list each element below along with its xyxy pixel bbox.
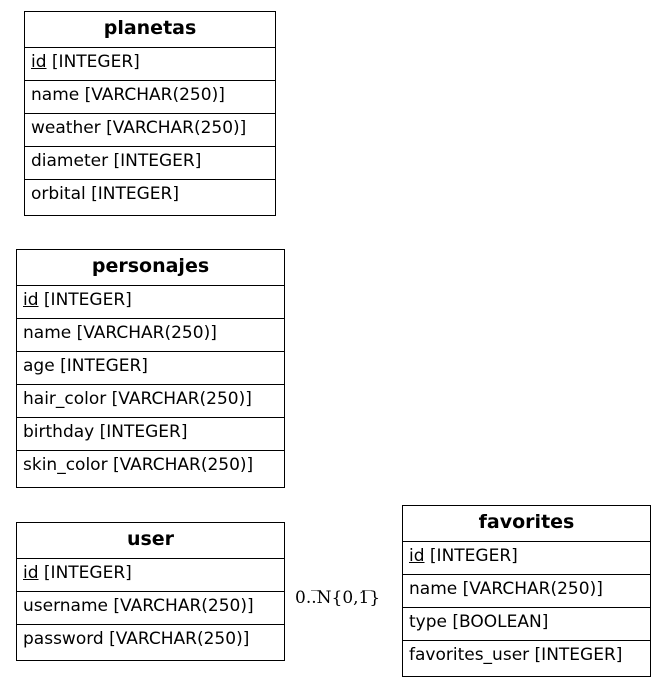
field-row: username [VARCHAR(250)] (17, 592, 284, 625)
field-type: [VARCHAR(250)] (71, 323, 217, 343)
entity-favorites: favorites id [INTEGER] name [VARCHAR(250… (402, 505, 651, 677)
field-row: id [INTEGER] (17, 559, 284, 592)
relationship-line (311, 590, 321, 591)
field-type: [VARCHAR(250)] (106, 389, 252, 409)
field-type: [INTEGER] (94, 422, 188, 442)
field-row: name [VARCHAR(250)] (17, 319, 284, 352)
field-name: hair_color (23, 389, 107, 409)
field-row: favorites_user [INTEGER] (403, 641, 650, 674)
field-type: [INTEGER] (54, 356, 148, 376)
field-row: diameter [INTEGER] (25, 147, 275, 180)
field-name: name (409, 579, 458, 599)
field-row: hair_color [VARCHAR(250)] (17, 385, 284, 418)
field-row: age [INTEGER] (17, 352, 284, 385)
primary-key-name: id (23, 563, 39, 583)
field-type: [INTEGER] (424, 546, 518, 566)
field-name: name (31, 85, 80, 105)
field-type: [VARCHAR(250)] (79, 85, 225, 105)
entity-title: planetas (25, 12, 275, 48)
field-type: [BOOLEAN] (446, 612, 549, 632)
field-type: [VARCHAR(250)] (100, 118, 247, 138)
field-row: skin_color [VARCHAR(250)] (17, 451, 284, 484)
field-row: id [INTEGER] (17, 286, 284, 319)
field-type: [VARCHAR(250)] (108, 596, 254, 616)
entity-title: personajes (17, 250, 284, 286)
field-type: [INTEGER] (108, 151, 202, 171)
entity-user: user id [INTEGER] username [VARCHAR(250)… (16, 522, 285, 661)
field-row: name [VARCHAR(250)] (403, 575, 650, 608)
entity-personajes: personajes id [INTEGER] name [VARCHAR(25… (16, 249, 285, 488)
field-row: name [VARCHAR(250)] (25, 81, 275, 114)
field-row: type [BOOLEAN] (403, 608, 650, 641)
field-name: age (23, 356, 55, 376)
field-row: id [INTEGER] (403, 542, 650, 575)
primary-key-name: id (409, 546, 425, 566)
field-type: [INTEGER] (38, 563, 132, 583)
field-row: orbital [INTEGER] (25, 180, 275, 213)
field-name: diameter (31, 151, 109, 171)
field-type: [INTEGER] (529, 645, 623, 665)
relationship-label: 0..N{0,1} (295, 588, 381, 608)
entity-planetas: planetas id [INTEGER] name [VARCHAR(250)… (24, 11, 276, 216)
field-row: id [INTEGER] (25, 48, 275, 81)
entity-title: user (17, 523, 284, 559)
field-name: favorites_user (409, 645, 530, 665)
primary-key-name: id (23, 290, 39, 310)
field-type: [VARCHAR(250)] (103, 629, 250, 649)
field-type: [INTEGER] (46, 52, 140, 72)
field-row: weather [VARCHAR(250)] (25, 114, 275, 147)
field-name: username (23, 596, 108, 616)
entity-title: favorites (403, 506, 650, 542)
field-type: [VARCHAR(250)] (457, 579, 603, 599)
field-name: password (23, 629, 104, 649)
field-name: name (23, 323, 72, 343)
relationship-line (362, 590, 372, 591)
field-name: birthday (23, 422, 95, 442)
field-name: type (409, 612, 447, 632)
field-type: [INTEGER] (85, 184, 179, 204)
field-name: weather (31, 118, 101, 138)
field-type: [VARCHAR(250)] (107, 455, 254, 475)
primary-key-name: id (31, 52, 47, 72)
field-name: skin_color (23, 455, 108, 475)
field-name: orbital (31, 184, 86, 204)
field-row: birthday [INTEGER] (17, 418, 284, 451)
field-row: password [VARCHAR(250)] (17, 625, 284, 658)
field-type: [INTEGER] (38, 290, 132, 310)
